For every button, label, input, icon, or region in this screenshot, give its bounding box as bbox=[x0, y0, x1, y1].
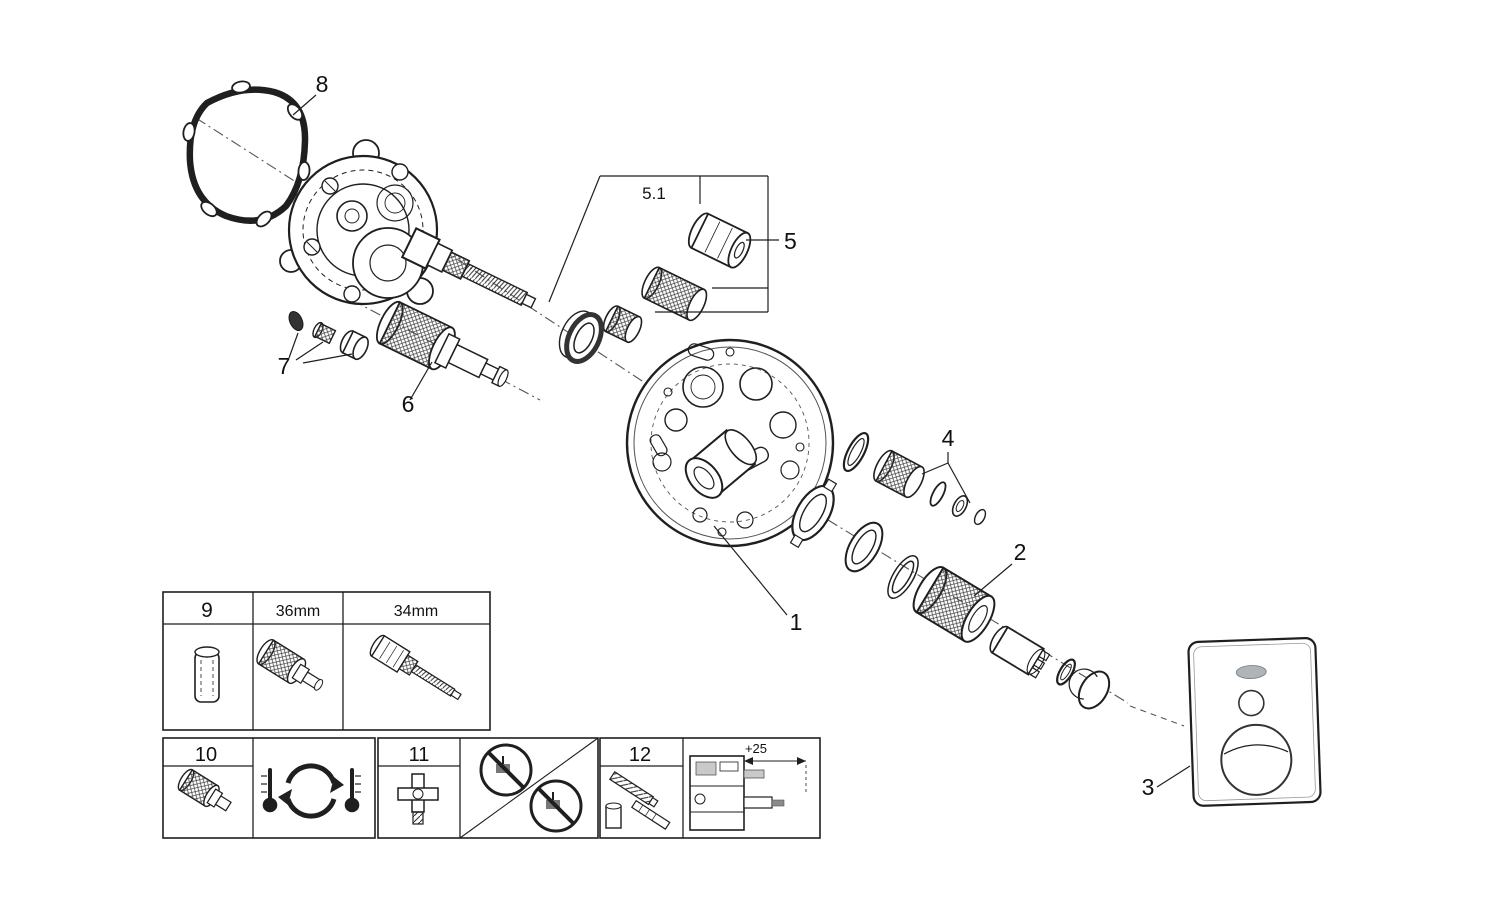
bearing-ring bbox=[558, 310, 604, 364]
cartridge-36mm-icon bbox=[256, 639, 324, 691]
gasket-seal-8 bbox=[182, 80, 317, 228]
leader-1 bbox=[713, 525, 788, 616]
cartridge-spindle bbox=[400, 227, 537, 309]
plate-hub-cylinder bbox=[684, 428, 758, 499]
screw-set-7 bbox=[288, 310, 369, 364]
callout-8: 8 bbox=[316, 71, 329, 97]
wall-plate-3 bbox=[1187, 637, 1322, 807]
cartridge-34mm-icon bbox=[369, 634, 462, 701]
cap-large-5-1 bbox=[687, 212, 752, 269]
leader-3 bbox=[1156, 765, 1191, 788]
legend-34mm: 34mm bbox=[394, 603, 438, 620]
seal-kit-4 bbox=[842, 431, 987, 526]
callout-7: 7 bbox=[278, 353, 291, 379]
cap-medium bbox=[641, 266, 708, 322]
temperature-calibration-icon bbox=[261, 763, 361, 819]
callout-4: 4 bbox=[942, 425, 955, 451]
escutcheon-plate-1 bbox=[625, 338, 835, 548]
pin-set-icon bbox=[605, 770, 671, 830]
legend-9-number: 9 bbox=[201, 599, 213, 622]
installation-depth-icon bbox=[689, 755, 807, 831]
callout-1: 1 bbox=[790, 609, 803, 635]
leader-6 bbox=[409, 361, 433, 401]
legend-box-10 bbox=[162, 737, 376, 839]
control-dial bbox=[1220, 723, 1293, 796]
callout-bracket-5 bbox=[548, 175, 779, 313]
callout-5-1: 5.1 bbox=[642, 184, 666, 203]
legend-box-12 bbox=[599, 737, 821, 839]
callout-2: 2 bbox=[1014, 539, 1027, 565]
dimension-plus25: +25 bbox=[745, 741, 767, 756]
mounting-sleeve-chain-2 bbox=[789, 478, 1111, 710]
legend-11-number: 11 bbox=[409, 744, 430, 766]
legend-36mm: 36mm bbox=[276, 603, 320, 620]
legend-box-9 bbox=[162, 591, 491, 731]
callout-5: 5 bbox=[784, 228, 797, 254]
leader-2 bbox=[973, 563, 1013, 597]
callout-3: 3 bbox=[1142, 774, 1155, 800]
valve-housing bbox=[279, 139, 439, 306]
callout-6: 6 bbox=[402, 391, 415, 417]
legend-10-number: 10 bbox=[195, 744, 217, 766]
sleeve-extension-icon bbox=[194, 646, 220, 703]
legend-12-number: 12 bbox=[629, 744, 651, 766]
prohibition-icon-1 bbox=[479, 743, 533, 797]
cartridge-icon-small bbox=[177, 768, 232, 812]
brand-logo bbox=[1235, 665, 1267, 679]
thermostat-cartridge-6 bbox=[375, 300, 509, 388]
cap-small bbox=[602, 305, 643, 344]
prohibition-icon-2 bbox=[529, 779, 583, 833]
legend-box-11 bbox=[377, 737, 599, 839]
carrier-tool-icon bbox=[397, 773, 439, 825]
